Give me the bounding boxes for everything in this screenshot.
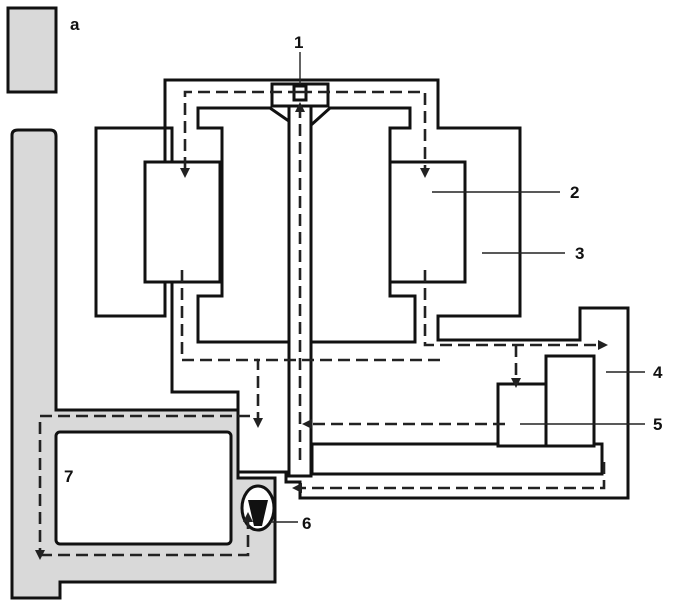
flow-top-right — [300, 90, 427, 170]
arrow-head — [302, 419, 312, 429]
arrow-head — [253, 418, 263, 428]
valve-5 — [496, 382, 548, 448]
arrow-head — [292, 483, 302, 493]
arrow-head — [243, 512, 253, 522]
radiator-7 — [54, 430, 233, 546]
valve-6-core — [248, 500, 268, 526]
arrow-head — [511, 378, 521, 388]
chamber-4-inner — [544, 354, 596, 448]
flow-radiator-bottom — [40, 520, 250, 557]
flow-radiator-top — [38, 414, 250, 555]
flow-top-left — [183, 90, 300, 170]
label-6: 6 — [302, 514, 311, 533]
label-7: 7 — [64, 467, 73, 486]
arrow-head — [295, 102, 305, 112]
flow-bottom — [300, 462, 606, 490]
arrow-head — [420, 168, 430, 178]
flow-right-down — [423, 270, 600, 347]
lower-channel — [310, 442, 604, 476]
arrow-head — [35, 550, 45, 560]
legend-swatch — [6, 6, 58, 94]
legend-label-a: a — [70, 15, 80, 34]
cylinder-2 — [388, 160, 467, 284]
arrow-head — [180, 168, 190, 178]
label-5: 5 — [653, 415, 662, 434]
label-2: 2 — [570, 183, 579, 202]
left-cylinder — [143, 160, 222, 284]
flow-left-down — [180, 270, 258, 362]
label-3: 3 — [575, 244, 584, 263]
label-1: 1 — [294, 33, 303, 52]
flow-middle — [256, 358, 440, 420]
arrow-head — [598, 340, 608, 350]
label-4: 4 — [653, 363, 663, 382]
